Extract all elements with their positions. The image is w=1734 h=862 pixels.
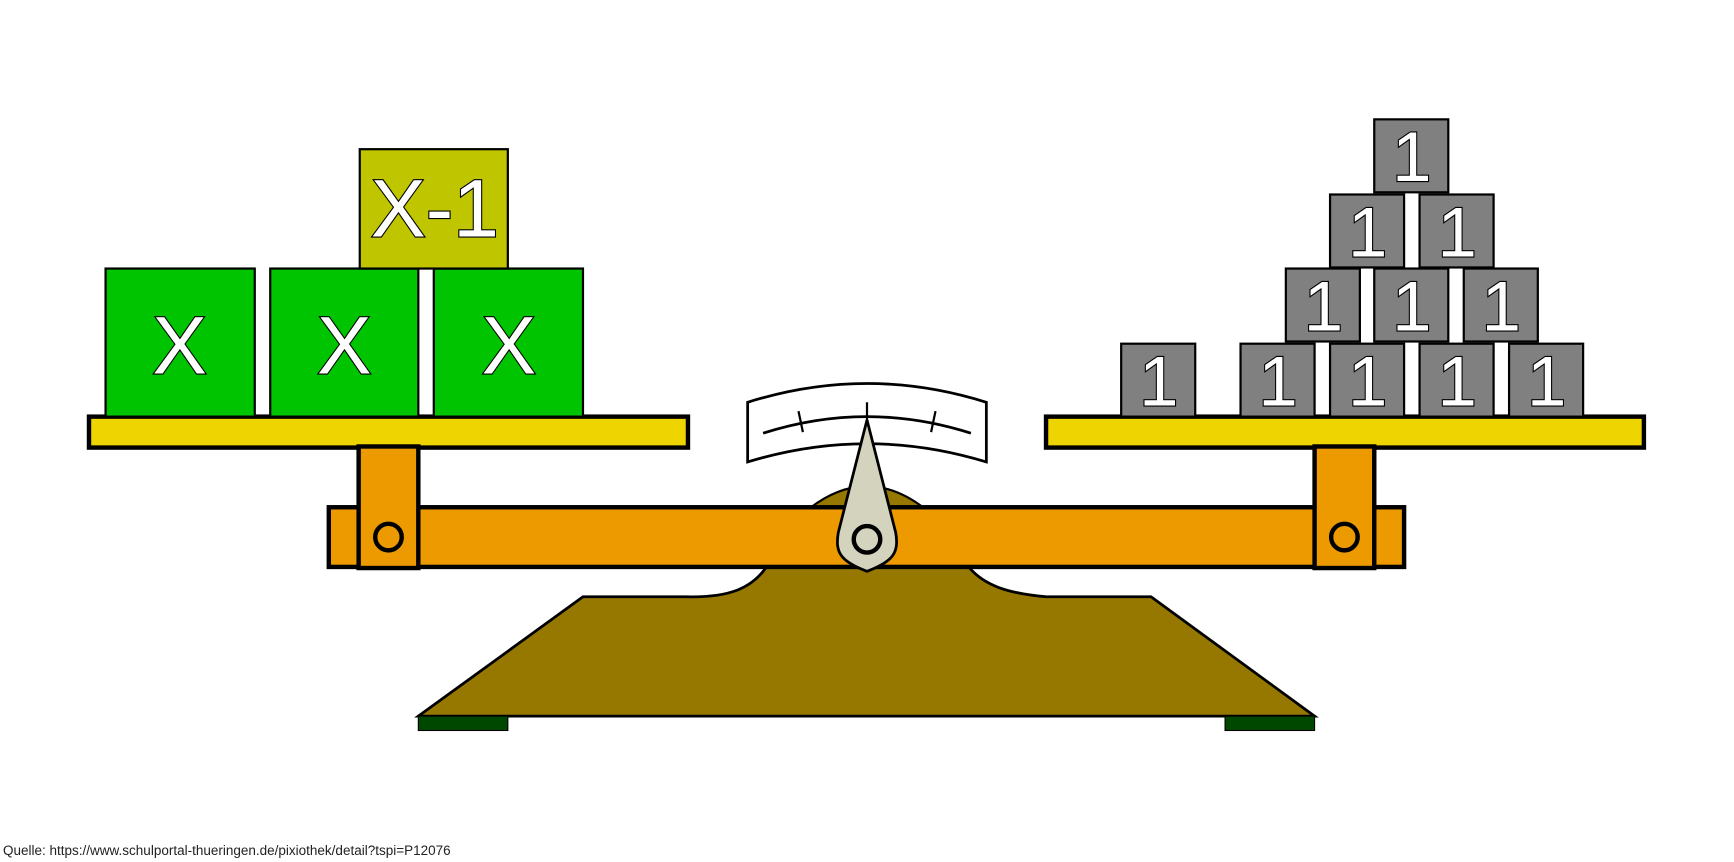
x-block (269, 267, 420, 418)
unit-block (1462, 267, 1539, 343)
unit-block (1328, 193, 1406, 269)
unit-block-label: 1 (1482, 266, 1521, 345)
x-block-label: X (152, 301, 207, 392)
unit-block-label: 1 (1258, 342, 1297, 421)
unit-block-label: 1 (1392, 117, 1431, 196)
unit-block (1507, 342, 1585, 418)
left-foot (417, 715, 509, 732)
unit-block-label: 1 (1139, 342, 1178, 421)
left-pan (86, 414, 691, 450)
unit-block-label: 1 (1437, 342, 1476, 421)
unit-block-label: 1 (1527, 342, 1566, 421)
scale-base (414, 565, 1319, 718)
source-caption: Quelle: https://www.schulportal-thuering… (3, 843, 451, 858)
needle (836, 419, 898, 573)
unit-block-label: 1 (1304, 266, 1343, 345)
unit-block (1418, 342, 1495, 418)
gauge-tick (930, 410, 937, 433)
x-block-label: X (482, 301, 537, 392)
unit-block-label: 1 (1392, 266, 1431, 345)
unit-block-label: 1 (1348, 192, 1387, 271)
unit-block (1373, 267, 1450, 343)
unit-block (1284, 267, 1361, 343)
unit-block-label: 1 (1437, 192, 1476, 271)
unit-block-label: 1 (1348, 342, 1387, 421)
left-pivot-icon (373, 521, 404, 553)
unit-block (1120, 342, 1197, 418)
x-block-label: X (317, 301, 372, 392)
x-minus-1-block (358, 148, 509, 270)
unit-block (1418, 193, 1495, 269)
center-pivot-icon (851, 523, 883, 555)
left-blocks: X X X X-1 (104, 148, 585, 418)
unit-block (1239, 342, 1316, 418)
x-block (104, 267, 256, 418)
right-pan (1043, 414, 1647, 450)
unit-block (1373, 118, 1450, 194)
x-block (432, 267, 585, 418)
gauge-tick (797, 410, 804, 433)
unit-block (1328, 342, 1406, 418)
right-pivot-icon (1328, 521, 1360, 553)
right-foot (1224, 715, 1316, 732)
x-minus-1-label: X-1 (371, 163, 499, 254)
